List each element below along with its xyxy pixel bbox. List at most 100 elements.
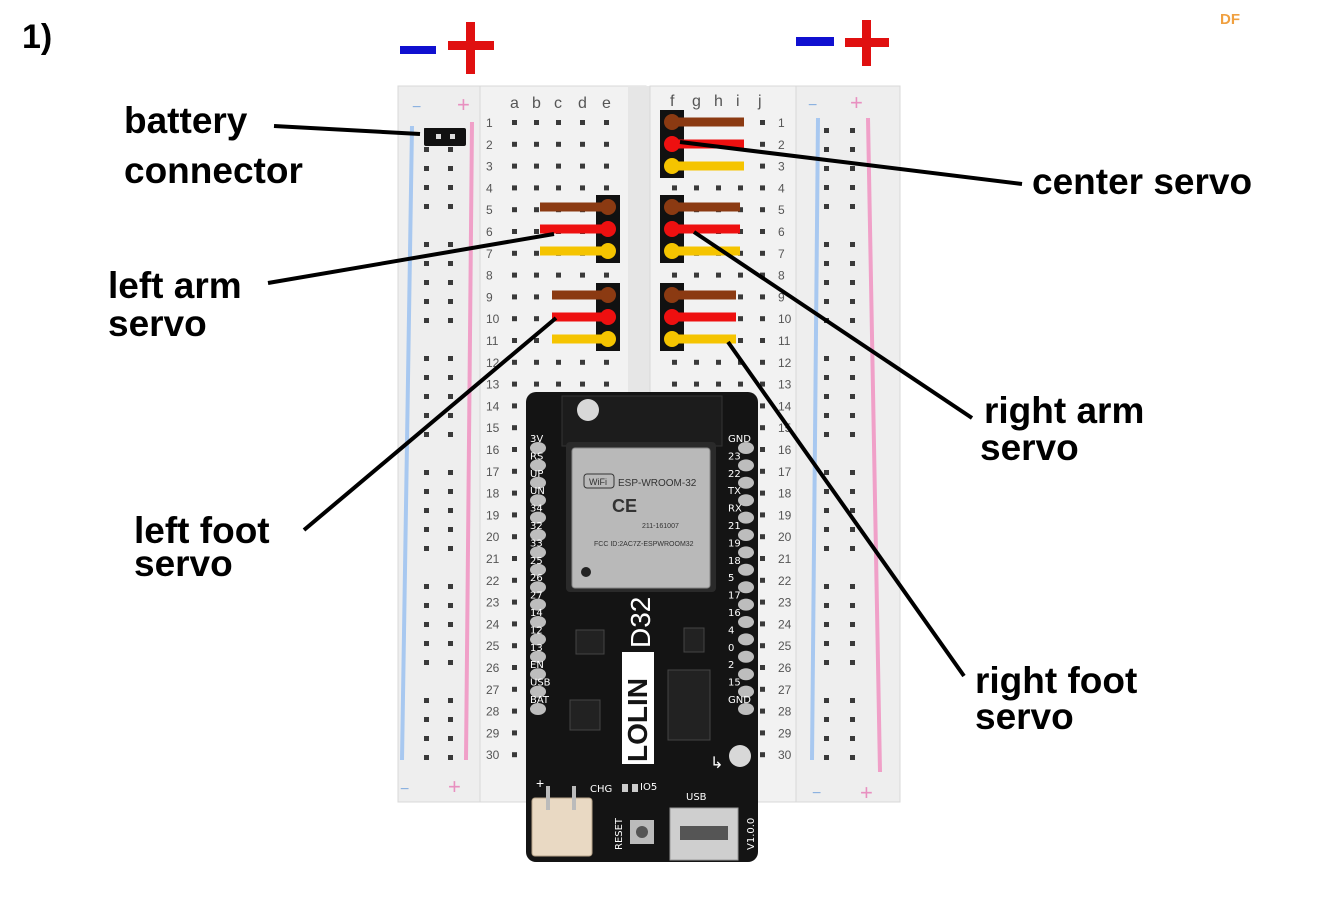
breadboard-hole [512,425,517,431]
micro-usb-opening [680,826,728,840]
rail-hole [424,622,429,627]
rail-hole [424,185,429,190]
lolin-logo: LOLIN [622,678,653,762]
rail-hole [424,489,429,494]
servo-center-pin [664,136,680,152]
leader-left-arm [267,232,555,285]
column-label: f [670,93,675,110]
board-pin-label-right: TX [727,486,741,497]
breadboard-hole [760,752,765,758]
rail-hole [448,147,453,152]
row-label-right: 8 [778,269,785,283]
breadboard-hole [738,316,743,322]
board-pin-right [738,459,754,472]
rail-hole [424,736,429,741]
rail-hole [424,660,429,665]
row-label-left: 25 [486,639,500,653]
wifi-logo [583,473,615,489]
breadboard-hole [604,120,609,125]
row-label-right: 9 [778,290,785,304]
breadboard-hole [512,141,517,147]
column-label: j [757,93,762,110]
board-pin-label-right: 2 [728,660,734,671]
board-pin-left [530,633,546,646]
breadboard-hole [760,294,765,300]
board-pin-right [738,563,754,576]
rail-hole [850,489,855,494]
regulator-chip [575,629,605,655]
rail-hole [850,204,855,209]
rail-hole [824,375,829,380]
board-pin-left [530,616,546,628]
breadboard-hole [512,468,517,474]
servo-right-foot-pin [664,331,680,347]
label-right-arm-2: servo [980,427,1079,468]
rail-hole [850,717,855,722]
minus-sign-left [400,46,436,54]
leader-center [679,140,1023,186]
breadboard-hole [534,185,539,191]
rail-minus-small-bl: − [400,781,409,798]
breadboard-hole [580,141,585,147]
board-pins: 3VRSUPUN343233252627141213ENUSBBATGND232… [530,434,754,715]
reset-label: RESET [614,817,625,850]
board-pin-left [530,703,546,715]
breadboard-hole [580,163,585,169]
servo-right-foot-pin [664,287,680,303]
rail-hole [824,508,829,513]
board-pin-right [738,668,754,681]
wifi-text: WiFi [589,477,607,487]
charger-chip [569,699,601,731]
label-connector: connector [124,150,303,191]
rail-hole [850,508,855,513]
row-label-right: 21 [778,552,792,566]
breadboard-hole [512,730,517,736]
rail-hole [850,584,855,589]
rail-minus-small-br: − [812,785,821,802]
rail-hole [448,489,453,494]
rail-hole [824,147,829,152]
breadboard-hole [556,120,561,125]
row-label-right: 13 [778,378,792,392]
board-pin-label-left: 25 [530,556,543,567]
board-pin-right [738,650,754,663]
board-pin-label-left: RS [530,451,543,462]
row-label-left: 9 [486,290,493,304]
breadboard-hole [604,359,609,365]
breadboard-hole [534,338,539,343]
leader-battery [273,124,421,136]
row-label-left: 28 [486,705,500,719]
board-pin-left [530,442,546,454]
breadboard-hole [760,359,765,365]
rail-hole [424,204,429,209]
rail-hole [850,242,855,247]
breadboard-hole [760,730,765,736]
row-label-left: 23 [486,596,500,610]
breadboard-hole [760,686,765,692]
row-label-left: 17 [486,465,500,479]
breadboard-hole [604,141,609,147]
breadboard-hole [760,141,765,147]
board-pin-left [530,476,546,489]
board-pin-label-left: USB [530,678,551,689]
fcc-id: FCC ID:2AC7Z-ESPWROOM32 [594,541,694,548]
breadboard-hole [694,381,699,387]
rail-minus-small-tl: − [412,99,421,116]
rail-plus-small-br: + [860,780,873,805]
rail-hole [850,356,855,361]
row-label-left: 22 [486,574,500,588]
breadboard-hole [512,163,517,169]
board-pin-left [530,459,546,472]
rail-hole [424,375,429,380]
breadboard-hole [604,381,609,387]
rail-hole [448,641,453,646]
rail-hole [448,508,453,513]
breadboard-hole [512,534,517,540]
rail-line-pink-right [866,117,882,773]
row-label-left: 13 [486,378,500,392]
board-pin-label-left: BAT [530,695,550,706]
board-pin-left [530,668,546,681]
rail-hole [850,622,855,627]
usb-chip [667,669,711,741]
rail-hole [448,375,453,380]
